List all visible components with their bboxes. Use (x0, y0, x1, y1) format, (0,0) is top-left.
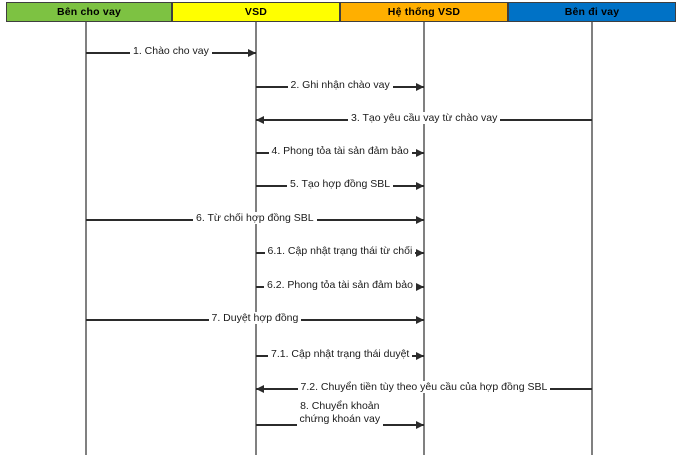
lane-header-ben-di-vay[interactable]: Bên đi vay (508, 2, 676, 22)
lifeline-ben-cho-vay (85, 22, 87, 455)
message-arrowhead (416, 282, 424, 291)
lane-header-ben-cho-vay[interactable]: Bên cho vay (6, 2, 172, 22)
lane-header-he-thong-vsd[interactable]: Hệ thống VSD (340, 2, 508, 22)
lane-header-label: Bên cho vay (56, 6, 122, 18)
lane-header-label: Bên đi vay (564, 6, 620, 18)
lifeline-he-thong-vsd (423, 22, 425, 455)
message-label: 3. Tạo yêu cầu vay từ chào vay (348, 112, 501, 124)
message-arrowhead (248, 48, 256, 57)
message-label: 6.2. Phong tỏa tài sản đảm bảo (264, 279, 416, 291)
message-label: 5. Tạo hợp đồng SBL (287, 178, 394, 190)
message-arrowhead (256, 115, 264, 124)
message-arrowhead (416, 82, 424, 91)
lifeline-ben-di-vay (591, 22, 593, 455)
message-label: 6. Từ chối hợp đồng SBL (193, 212, 317, 224)
message-arrowhead (416, 248, 424, 257)
message-arrowhead (256, 384, 264, 393)
message-label: 4. Phong tỏa tài sản đảm bảo (268, 145, 412, 157)
message-label: 6.1. Cập nhật trạng thái từ chối (264, 245, 416, 257)
lane-header-label: Hệ thống VSD (387, 6, 461, 18)
message-arrowhead (416, 351, 424, 360)
message-arrowhead (416, 148, 424, 157)
message-arrowhead (416, 215, 424, 224)
message-label: 2. Ghi nhận chào vay (287, 79, 393, 91)
lane-header-label: VSD (244, 6, 268, 18)
lane-header-vsd[interactable]: VSD (172, 2, 340, 22)
message-arrowhead (416, 315, 424, 324)
message-label: 1. Chào cho vay (130, 45, 212, 57)
message-label: 7. Duyệt hợp đồng (208, 312, 302, 324)
message-label: 7.1. Cập nhật trạng thái duyệt (268, 348, 413, 360)
message-arrowhead (416, 181, 424, 190)
message-label: 7.2. Chuyển tiền tùy theo yêu cầu của hợ… (297, 381, 551, 393)
lifeline-vsd (255, 22, 257, 455)
message-arrowhead (416, 420, 424, 429)
